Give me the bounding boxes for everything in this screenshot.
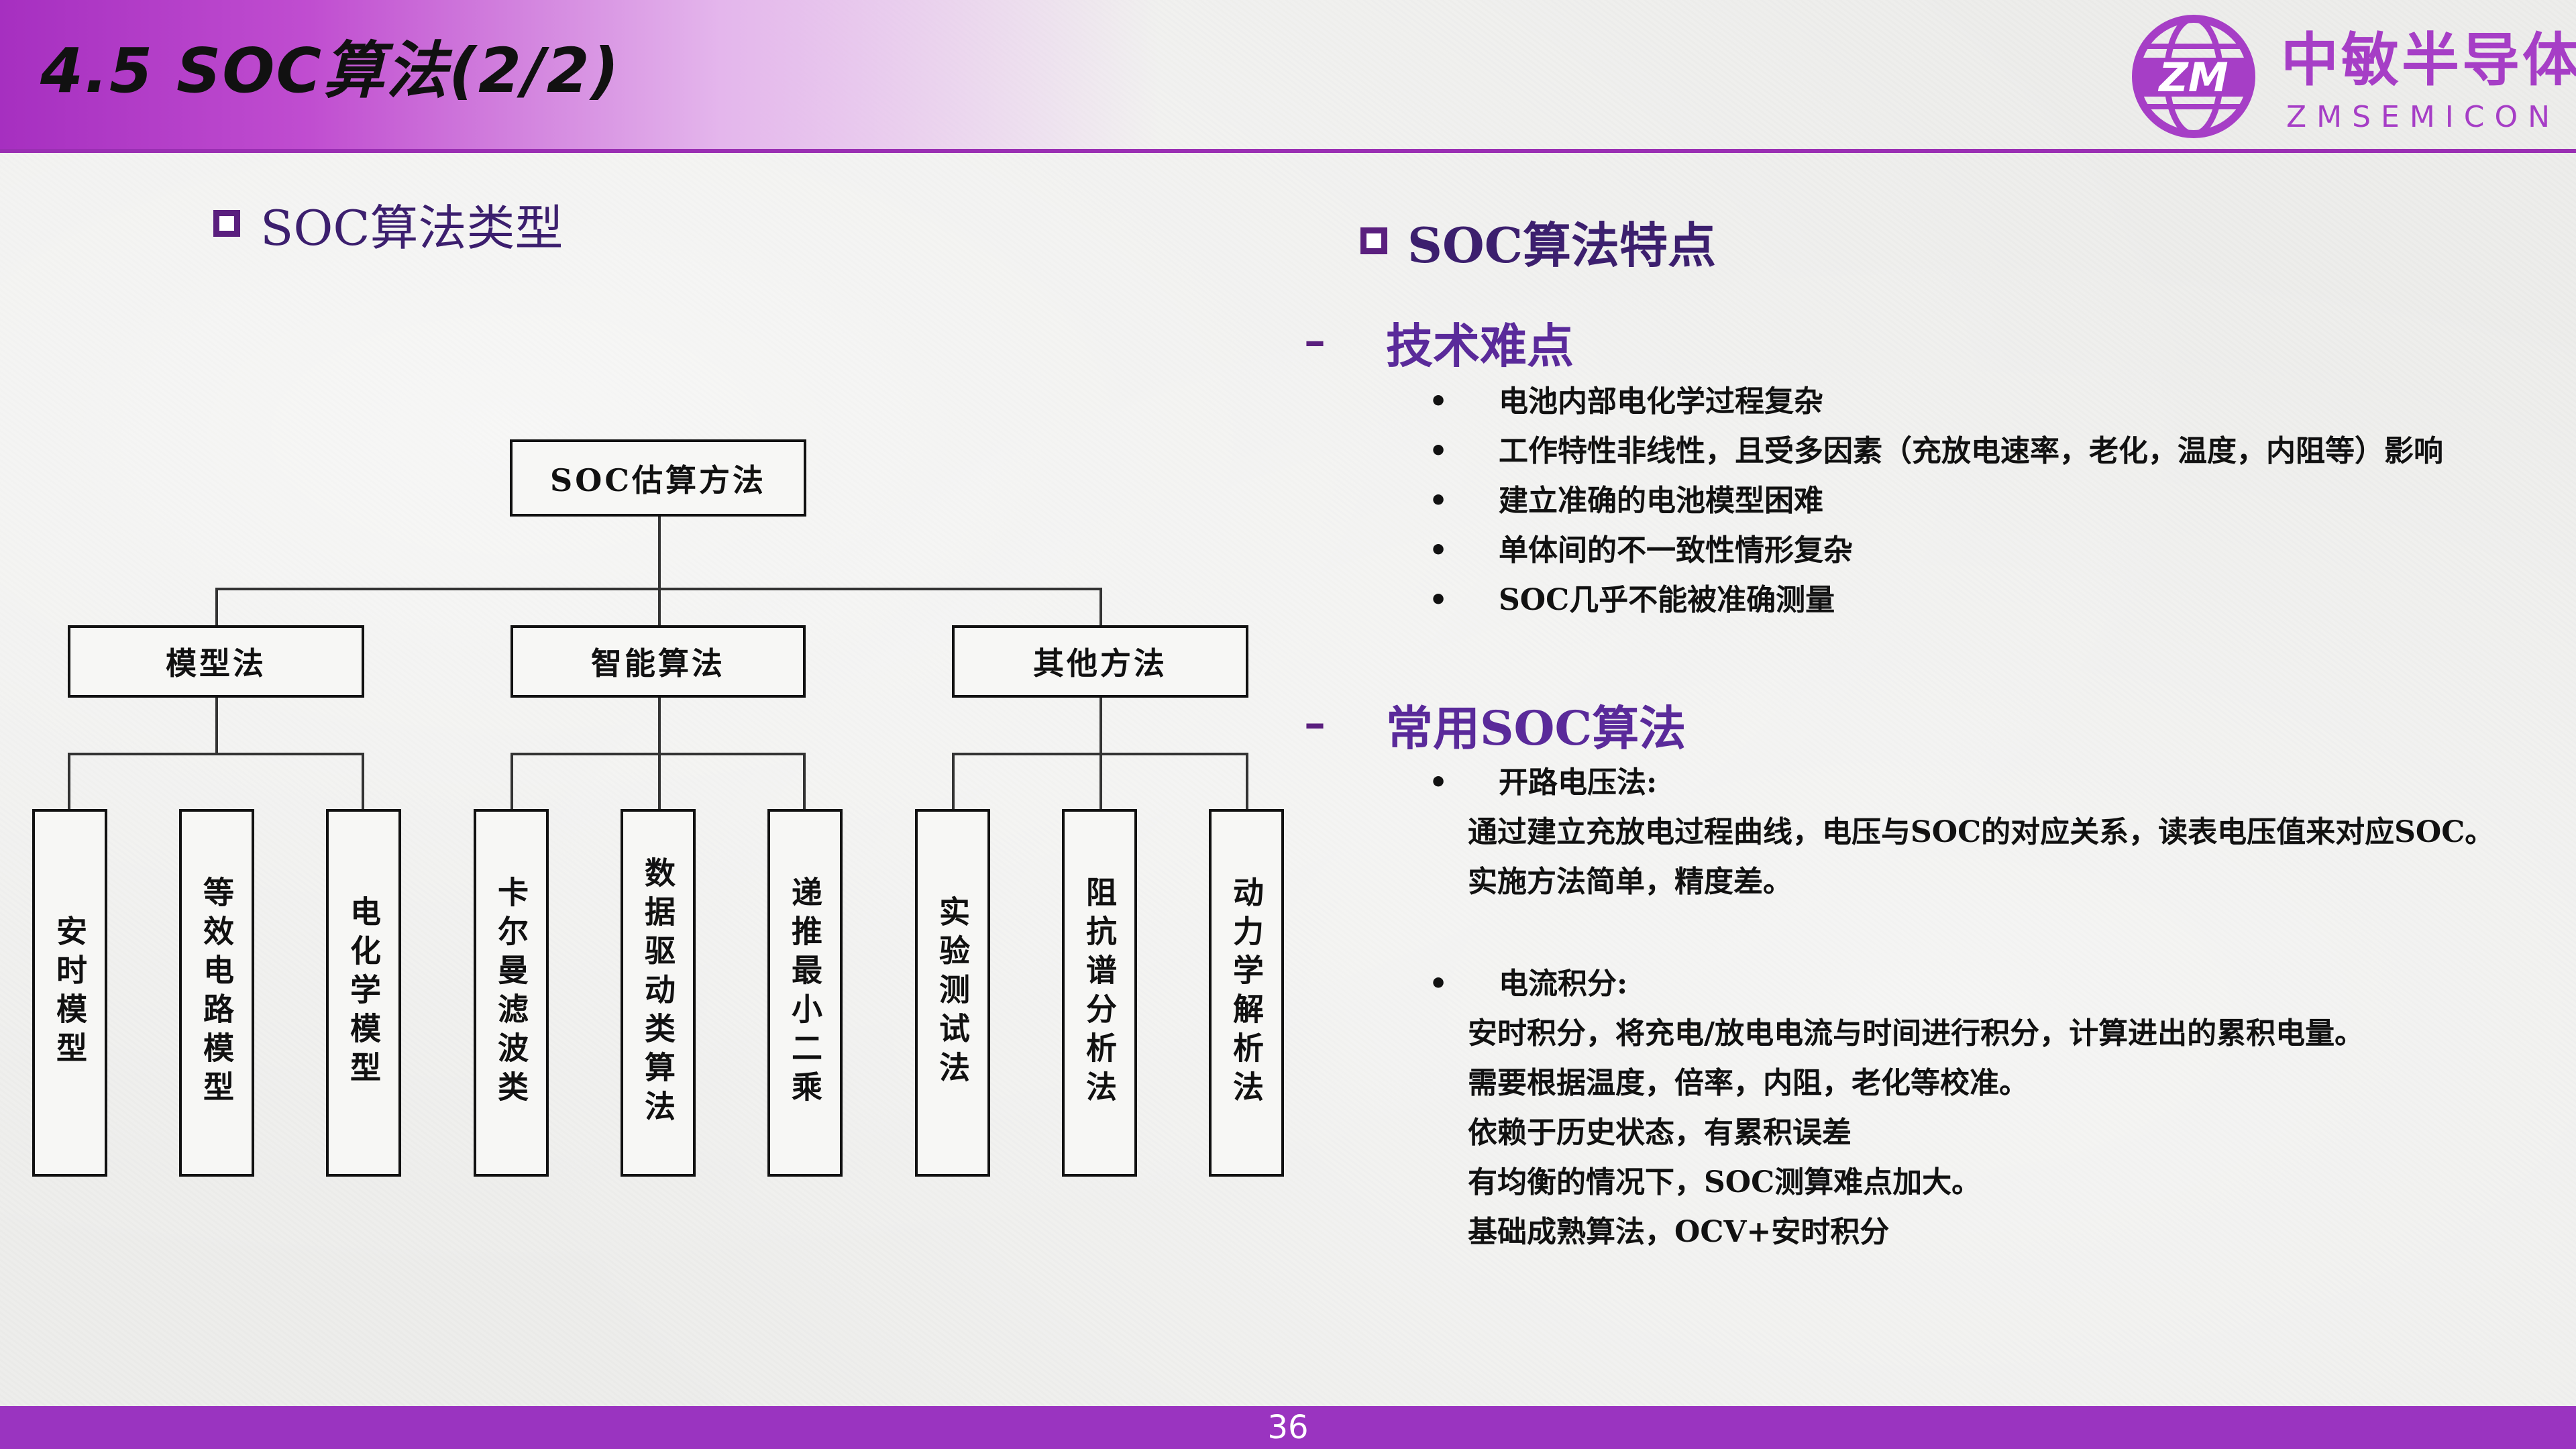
connector-line (803, 753, 806, 809)
header-divider (0, 149, 2576, 153)
list-item: •建立准确的电池模型困难 (1429, 476, 2443, 526)
connector-line (511, 753, 513, 809)
right-section-title: SOC算法特点 (1407, 216, 1717, 274)
connector-line (215, 698, 218, 754)
connector-line (1099, 588, 1102, 625)
dash-marker: – (1304, 315, 1326, 366)
list-item: •工作特性非线性，且受多因素（充放电速率，老化，温度，内阻等）影响 (1429, 427, 2443, 476)
square-bullet-icon (1360, 227, 1387, 254)
square-bullet-icon (213, 210, 240, 237)
common-methods-heading: 常用SOC算法 (1386, 700, 1686, 756)
method-description: 通过建立充放电过程曲线，电压与SOC的对应关系，读表电压值来对应SOC。 实施方… (1468, 808, 2494, 907)
group-node: 模型法 (68, 625, 364, 698)
leaf-node: 等效电路模型 (179, 809, 254, 1177)
leaf-node: 电化学模型 (326, 809, 401, 1177)
difficulties-heading: 技术难点 (1386, 318, 1574, 374)
bullet-dot: • (1429, 583, 1448, 617)
leaf-node: 卡尔曼滤波类 (474, 809, 549, 1177)
bullet-dot: • (1429, 384, 1448, 419)
description-line: 基础成熟算法，OCV+安时积分 (1468, 1215, 1890, 1249)
dash-marker: – (1304, 698, 1326, 748)
leaf-node: 安时模型 (32, 809, 107, 1177)
connector-line (511, 753, 806, 755)
method-list: •电流积分: (1429, 959, 1627, 1009)
globe-logo-icon: ZM (2132, 15, 2255, 138)
list-item: •单体间的不一致性情形复杂 (1429, 526, 2443, 576)
description-line: 安时积分，将充电/放电电流与时间进行积分，计算进出的累积电量。 (1468, 1016, 2365, 1051)
bullet-dot: • (1429, 967, 1448, 1001)
description-line: 需要根据温度，倍率，内阻，老化等校准。 (1468, 1066, 2029, 1100)
bullet-dot: • (1429, 533, 1448, 568)
logo-mark-text: ZM (2157, 54, 2228, 101)
connector-line (658, 588, 661, 625)
list-item: •SOC几乎不能被准确测量 (1429, 576, 2443, 625)
connector-line (68, 753, 364, 755)
leaf-node: 数据驱动类算法 (621, 809, 696, 1177)
bullet-dot: • (1429, 484, 1448, 518)
connector-line (658, 517, 661, 589)
description-line: 依赖于历史状态，有累积误差 (1468, 1116, 1851, 1150)
bullet-dot: • (1429, 765, 1448, 800)
left-section-title: SOC算法类型 (260, 199, 564, 256)
connector-line (215, 588, 218, 625)
leaf-node: 实验测试法 (915, 809, 990, 1177)
description-line: 通过建立充放电过程曲线，电压与SOC的对应关系，读表电压值来对应SOC。 (1468, 815, 2495, 849)
method-name: •电流积分: (1429, 959, 1627, 1009)
group-node: 智能算法 (511, 625, 806, 698)
description-line: 有均衡的情况下，SOC测算难点加大。 (1468, 1165, 1982, 1199)
connector-line (952, 753, 1248, 755)
group-node: 其他方法 (952, 625, 1248, 698)
connector-line (362, 753, 364, 809)
description-line: 实施方法简单，精度差。 (1468, 865, 1792, 899)
method-description: 安时积分，将充电/放电电流与时间进行积分，计算进出的累积电量。 需要根据温度，倍… (1468, 1009, 2364, 1257)
connector-line (952, 753, 955, 809)
company-logo: ZM 中敏半导体 ZMSEMICON (2127, 9, 2576, 144)
leaf-node: 递推最小二乘 (767, 809, 843, 1177)
bullet-dot: • (1429, 434, 1448, 468)
method-list: •开路电压法: (1429, 758, 1657, 808)
logo-company-sub: ZMSEMICON (2286, 100, 2561, 134)
root-node: SOC估算方法 (510, 439, 806, 517)
logo-company-name: 中敏半导体 (2281, 27, 2576, 94)
right-section-heading: SOC算法特点 (1360, 211, 1716, 274)
leaf-node: 动力学解析法 (1209, 809, 1284, 1177)
slide-title: 4.5 SOC算法(2/2) (40, 35, 621, 107)
page-number: 36 (1267, 1409, 1309, 1446)
difficulties-list: •电池内部电化学过程复杂 •工作特性非线性，且受多因素（充放电速率，老化，温度，… (1429, 377, 2443, 625)
leaf-node: 阻抗谱分析法 (1062, 809, 1137, 1177)
list-item: •电池内部电化学过程复杂 (1429, 377, 2443, 427)
left-section-heading: SOC算法类型 (213, 193, 563, 256)
footer-bar: 36 (0, 1406, 2576, 1449)
method-name: •开路电压法: (1429, 758, 1657, 808)
connector-line (1246, 753, 1248, 809)
connector-line (68, 753, 70, 809)
